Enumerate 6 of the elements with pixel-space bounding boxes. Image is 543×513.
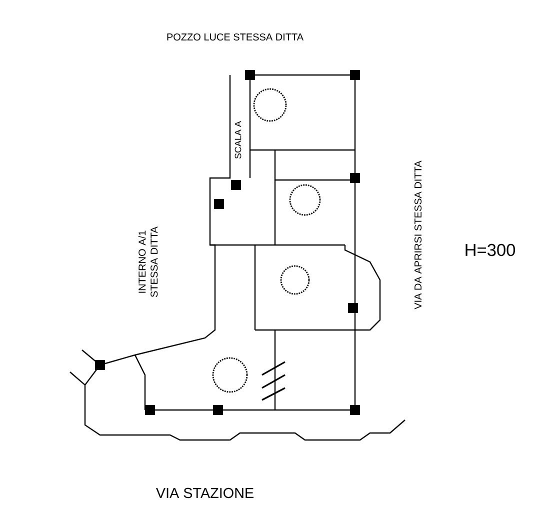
plan-label: POZZO LUCE STESSA DITTA [167,33,304,41]
plan-label: VIA DA APRIRSI STESSA DITTA [414,160,422,310]
plan-label: VIA STAZIONE [156,488,254,498]
plan-label: SCALA A [234,121,242,159]
plan-label: INTERNO A/1 STESSA DITTA [138,226,158,297]
plan-label: H=300 [466,244,516,256]
